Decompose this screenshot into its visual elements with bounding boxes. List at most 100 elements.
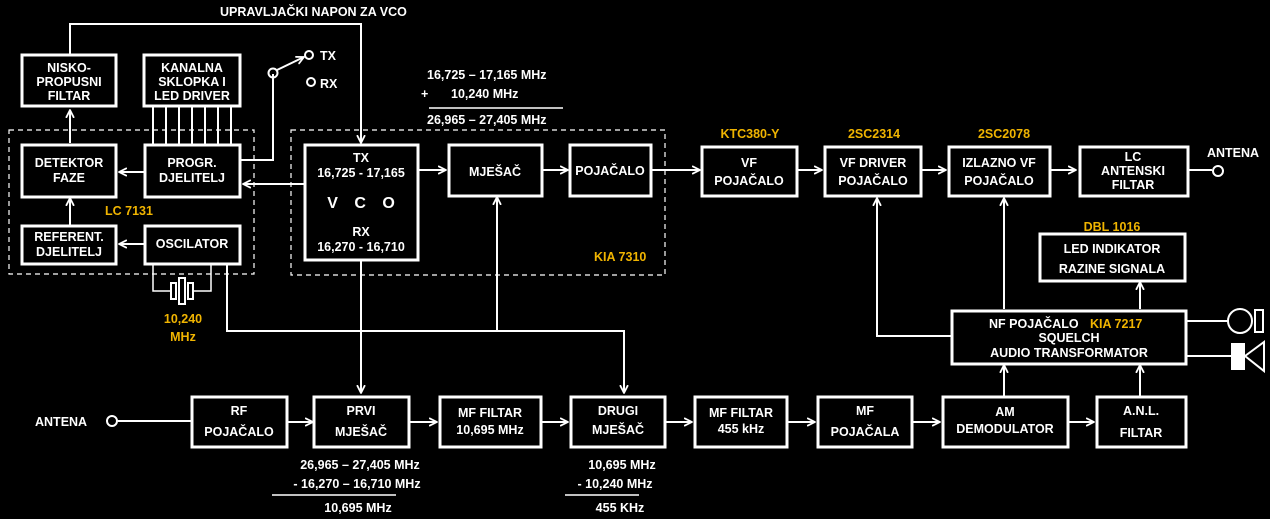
- block-led-indicator: LED INDIKATOR RAZINE SIGNALA: [1038, 232, 1187, 283]
- mixer-ic-group: [290, 129, 666, 276]
- svg-text:10,695 MHz: 10,695 MHz: [456, 423, 523, 437]
- block-ref-divider: REFERENT. DJELITELJ: [20, 224, 118, 266]
- svg-text:FILTAR: FILTAR: [48, 89, 91, 103]
- block-mf-filter-1: MF FILTAR 10,695 MHz: [438, 395, 543, 449]
- svg-text:10,240 MHz: 10,240 MHz: [451, 87, 518, 101]
- block-mf-amplifiers: MF POJAČALA: [816, 395, 914, 449]
- svg-text:VF: VF: [741, 156, 757, 170]
- svg-text:LED DRIVER: LED DRIVER: [154, 89, 230, 103]
- svg-text:POJAČALO: POJAČALO: [964, 173, 1034, 188]
- tx-antenna-terminal: [1212, 165, 1224, 177]
- svg-text:POJAČALA: POJAČALA: [831, 424, 900, 439]
- block-prog-divider: PROGR. DJELITELJ: [143, 143, 242, 199]
- svg-text:POJAČALO: POJAČALO: [838, 173, 908, 188]
- svg-text:MJEŠAČ: MJEŠAČ: [469, 164, 521, 179]
- svg-text:MJEŠAČ: MJEŠAČ: [592, 422, 644, 437]
- svg-text:+: +: [421, 87, 428, 101]
- second-mixer-calc: 10,695 MHz - 10,240 MHz 455 KHz: [565, 458, 656, 515]
- speaker-icon: [1231, 340, 1265, 374]
- block-channel-switch: KANALNA SKLOPKA I LED DRIVER: [142, 53, 242, 108]
- rx-antenna-terminal: [106, 415, 118, 427]
- svg-text:FILTAR: FILTAR: [1112, 178, 1155, 192]
- svg-text:LED INDIKATOR: LED INDIKATOR: [1064, 242, 1161, 256]
- mixer-ic-label: KIA 7310: [594, 250, 646, 264]
- svg-text:26,965 – 27,405 MHz: 26,965 – 27,405 MHz: [427, 113, 547, 127]
- svg-text:16,725 - 17,165: 16,725 - 17,165: [317, 166, 405, 180]
- svg-text:DEMODULATOR: DEMODULATOR: [956, 422, 1053, 436]
- svg-text:TX: TX: [353, 151, 370, 165]
- svg-text:455 kHz: 455 kHz: [718, 422, 765, 436]
- svg-text:16,270 - 16,710: 16,270 - 16,710: [317, 240, 405, 254]
- svg-text:VF DRIVER: VF DRIVER: [840, 156, 907, 170]
- svg-text:DJELITELJ: DJELITELJ: [159, 171, 225, 185]
- svg-text:V C O: V C O: [327, 195, 401, 212]
- switch-tx-label: TX: [320, 49, 337, 63]
- title-label: UPRAVLJAČKI NAPON ZA VCO: [220, 4, 407, 19]
- block-vf-driver: VF DRIVER POJAČALO: [823, 145, 923, 198]
- svg-text:- 16,270 – 16,710 MHz: - 16,270 – 16,710 MHz: [293, 477, 420, 491]
- svg-text:RF: RF: [231, 404, 248, 418]
- block-vco: TX 16,725 - 17,165 V C O RX 16,270 - 16,…: [303, 143, 420, 262]
- svg-text:FAZE: FAZE: [53, 171, 85, 185]
- block-second-mixer: DRUGI MJEŠAČ: [569, 395, 667, 449]
- svg-text:POJAČALO: POJAČALO: [204, 424, 274, 439]
- block-am-demodulator: AM DEMODULATOR: [941, 395, 1070, 449]
- svg-text:IZLAZNO VF: IZLAZNO VF: [962, 156, 1036, 170]
- svg-text:26,965 – 27,405 MHz: 26,965 – 27,405 MHz: [300, 458, 420, 472]
- svg-text:PROGR.: PROGR.: [167, 156, 216, 170]
- svg-text:POJAČALO: POJAČALO: [714, 173, 784, 188]
- block-mixer: MJEŠAČ: [447, 143, 544, 198]
- svg-text:NF POJAČALO: NF POJAČALO: [989, 316, 1079, 331]
- svg-text:DJELITELJ: DJELITELJ: [36, 245, 102, 259]
- svg-text:RX: RX: [352, 225, 370, 239]
- svg-text:MJEŠAČ: MJEŠAČ: [335, 424, 387, 439]
- block-mf-filter-2: MF FILTAR 455 kHz: [693, 395, 789, 449]
- svg-text:455 KHz: 455 KHz: [596, 501, 645, 515]
- svg-text:KANALNA: KANALNA: [161, 61, 223, 75]
- svg-text:A.N.L.: A.N.L.: [1123, 404, 1159, 418]
- svg-text:NISKO-: NISKO-: [47, 61, 91, 75]
- tx-antenna-label: ANTENA: [1207, 146, 1259, 160]
- block-lowpass-filter: NISKO- PROPUSNI FILTAR: [20, 53, 118, 108]
- block-anl-filter: A.N.L. FILTAR: [1095, 395, 1188, 449]
- svg-text:10,695 MHz: 10,695 MHz: [324, 501, 391, 515]
- svg-text:POJAČALO: POJAČALO: [575, 163, 645, 178]
- block-output-amplifier: IZLAZNO VF POJAČALO: [947, 145, 1052, 198]
- svg-text:- 10,240 MHz: - 10,240 MHz: [577, 477, 652, 491]
- svg-text:KIA 7217: KIA 7217: [1090, 317, 1142, 331]
- svg-text:16,725 – 17,165 MHz: 16,725 – 17,165 MHz: [427, 68, 547, 82]
- crystal-freq: 10,240: [164, 312, 202, 326]
- svg-text:REFERENT.: REFERENT.: [34, 230, 103, 244]
- svg-text:FILTAR: FILTAR: [1120, 426, 1163, 440]
- svg-text:DRUGI: DRUGI: [598, 404, 638, 418]
- microphone-icon: [1227, 308, 1264, 334]
- vf-chip-label: KTC380-Y: [720, 127, 780, 141]
- svg-text:RAZINE SIGNALA: RAZINE SIGNALA: [1059, 262, 1165, 276]
- svg-text:SKLOPKA I: SKLOPKA I: [158, 75, 226, 89]
- block-amplifier: POJAČALO: [568, 143, 653, 198]
- block-vf-amplifier: VF POJAČALO: [700, 145, 799, 198]
- crystal-icon: [170, 277, 194, 305]
- tx-rx-switch[interactable]: TX RX: [267, 49, 339, 91]
- pll-chip-label: LC 7131: [105, 204, 153, 218]
- svg-text:PROPUSNI: PROPUSNI: [36, 75, 101, 89]
- svg-text:MF FILTAR: MF FILTAR: [458, 406, 522, 420]
- svg-text:AUDIO TRANSFORMATOR: AUDIO TRANSFORMATOR: [990, 346, 1148, 360]
- block-first-mixer: PRVI MJEŠAČ: [312, 395, 411, 449]
- block-phase-detector: DETEKTOR FAZE: [20, 143, 118, 199]
- output-chip-label: 2SC2078: [978, 127, 1030, 141]
- svg-text:DETEKTOR: DETEKTOR: [35, 156, 104, 170]
- block-lc-antenna-filter: LC ANTENSKI FILTAR: [1078, 145, 1190, 198]
- svg-text:MF: MF: [856, 404, 874, 418]
- switch-rx-label: RX: [320, 77, 338, 91]
- svg-text:PRVI: PRVI: [347, 404, 376, 418]
- driver-chip-label: 2SC2314: [848, 127, 900, 141]
- svg-text:ANTENSKI: ANTENSKI: [1101, 164, 1165, 178]
- svg-text:LC: LC: [1125, 150, 1142, 164]
- block-oscillator: OSCILATOR: [143, 224, 242, 266]
- svg-text:SQUELCH: SQUELCH: [1038, 331, 1099, 345]
- svg-text:MF FILTAR: MF FILTAR: [709, 406, 773, 420]
- led-chip-label: DBL 1016: [1084, 220, 1141, 234]
- svg-text:10,695 MHz: 10,695 MHz: [588, 458, 655, 472]
